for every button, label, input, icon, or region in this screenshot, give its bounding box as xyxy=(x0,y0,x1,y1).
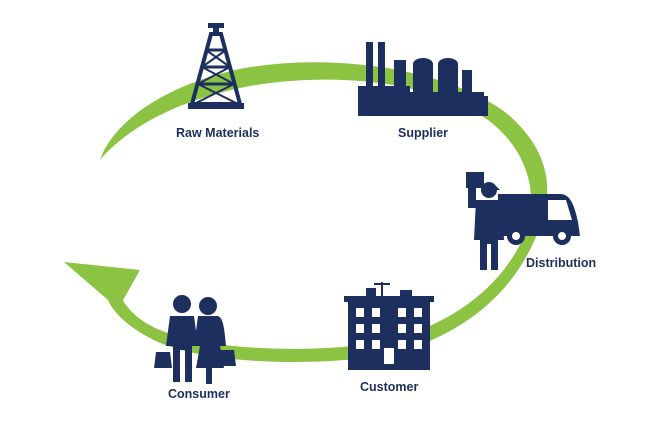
stage-label-supplier: Supplier xyxy=(398,126,449,140)
cycle-loop xyxy=(64,62,548,363)
stage-label-consumer: Consumer xyxy=(168,387,230,401)
loop-band-bottom xyxy=(108,232,538,363)
loop-arrowhead xyxy=(64,262,140,302)
stage-label-distribution: Distribution xyxy=(526,256,597,270)
factory-icon xyxy=(358,42,488,116)
oil-derrick-icon xyxy=(188,23,244,109)
stage-label-raw-materials: Raw Materials xyxy=(176,126,260,140)
store-building-icon xyxy=(344,282,434,370)
stage-label-customer: Customer xyxy=(360,380,419,394)
shopping-couple-icon xyxy=(154,295,236,384)
delivery-truck-icon xyxy=(466,172,580,270)
